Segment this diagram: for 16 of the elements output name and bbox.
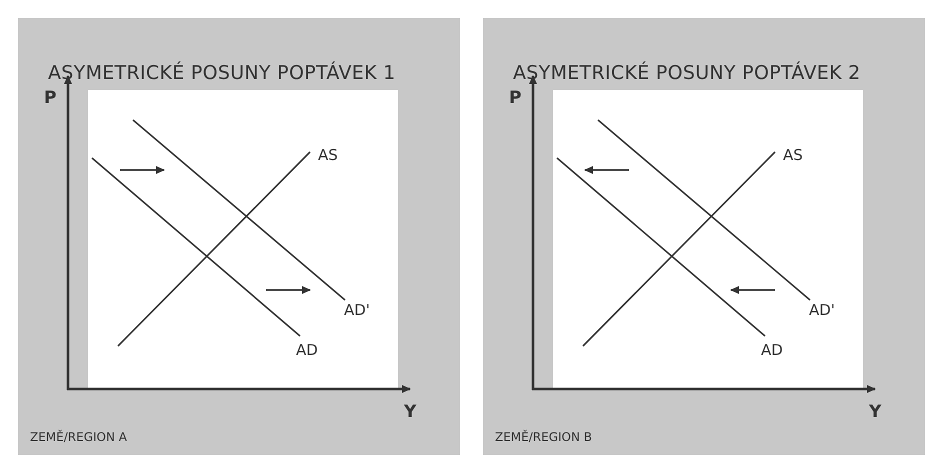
- panel-title: ASYMETRICKÉ POSUNY POPTÁVEK 2: [513, 62, 861, 84]
- axis-label: Y: [869, 402, 882, 422]
- curve-label: AD: [761, 341, 783, 359]
- chart-panel: [18, 18, 460, 455]
- axis-label: Y: [404, 402, 416, 422]
- panel-title: ASYMETRICKÉ POSUNY POPTÁVEK 1: [48, 62, 396, 84]
- axis-label: P: [44, 88, 56, 108]
- curve-label: AD': [344, 301, 370, 319]
- curve-label: AS: [318, 146, 338, 164]
- curve-label: AS: [783, 146, 803, 164]
- region-caption: ZEMĚ/REGION B: [495, 430, 592, 444]
- axis-label: P: [509, 88, 522, 108]
- chart-panel: [483, 18, 925, 455]
- curve-label: AD': [809, 301, 835, 319]
- curve-label: AD: [296, 341, 318, 359]
- region-caption: ZEMĚ/REGION A: [30, 430, 127, 444]
